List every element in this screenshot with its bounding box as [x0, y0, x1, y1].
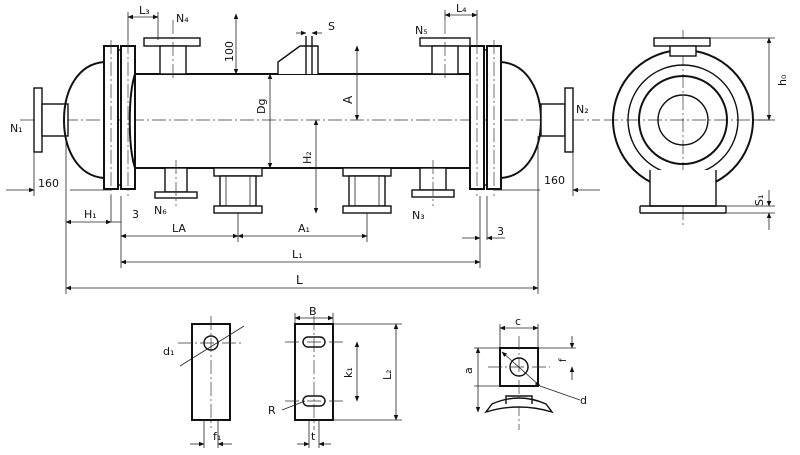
- label-dg: Dg: [255, 99, 268, 114]
- label-h0: h₀: [776, 74, 789, 86]
- label-n3: N₃: [412, 209, 425, 222]
- label-a: A: [341, 95, 355, 104]
- label-n6: N₆: [154, 204, 167, 217]
- nozzle-n4: [143, 20, 201, 80]
- label-l: L: [296, 273, 303, 287]
- detail-plate-hole: d₁ f₁: [163, 316, 245, 448]
- label-3-left: 3: [132, 208, 139, 221]
- label-r: R: [268, 404, 276, 417]
- label-100: 100: [223, 41, 236, 62]
- label-s1: S₁: [753, 195, 766, 206]
- nozzle-n5: [419, 20, 471, 80]
- label-s: S: [328, 20, 335, 33]
- label-l4: L₄: [456, 2, 467, 15]
- label-f1: f₁: [213, 430, 221, 443]
- label-l2: L₂: [381, 369, 394, 380]
- label-la: LA: [172, 222, 186, 235]
- label-h1: H₁: [84, 208, 97, 221]
- label-a1: A₁: [298, 222, 310, 235]
- label-n2: N₂: [576, 103, 589, 116]
- label-a-small: a: [462, 367, 475, 374]
- label-d: d: [580, 394, 587, 407]
- label-l1: L₁: [292, 248, 303, 261]
- nozzle-n3: [411, 160, 455, 206]
- label-l3: L₃: [139, 4, 150, 17]
- detail-slotted-plate: B k₁ L₂ R t: [268, 305, 402, 448]
- nozzle-n2: [540, 87, 574, 153]
- label-n1: N₁: [10, 122, 23, 135]
- lifting-lug: [277, 36, 319, 74]
- label-b: B: [309, 305, 317, 318]
- nozzle-n6: [154, 160, 198, 206]
- nozzle-n1: [33, 87, 69, 153]
- label-k1: k₁: [342, 367, 355, 378]
- label-160-left: 160: [38, 177, 59, 190]
- support-left: [213, 167, 263, 214]
- label-f: f: [558, 358, 569, 362]
- front-elevation-view: L₃ N₄ 100 S L₄ N₅ Dg A H₂ N₁ N₂ N₆ N₃ 16: [6, 2, 600, 294]
- label-n4: N₄: [176, 12, 189, 25]
- detail-lug: d c a f: [462, 315, 587, 430]
- label-3-right: 3: [497, 225, 504, 238]
- label-d1: d₁: [163, 345, 174, 358]
- label-t: t: [311, 430, 316, 443]
- label-h2: H₂: [301, 151, 314, 164]
- label-c: c: [515, 315, 521, 328]
- label-n5: N₅: [415, 24, 428, 37]
- label-160-right: 160: [544, 174, 565, 187]
- side-view: h₀ S₁: [604, 30, 789, 230]
- support-right: [342, 167, 392, 214]
